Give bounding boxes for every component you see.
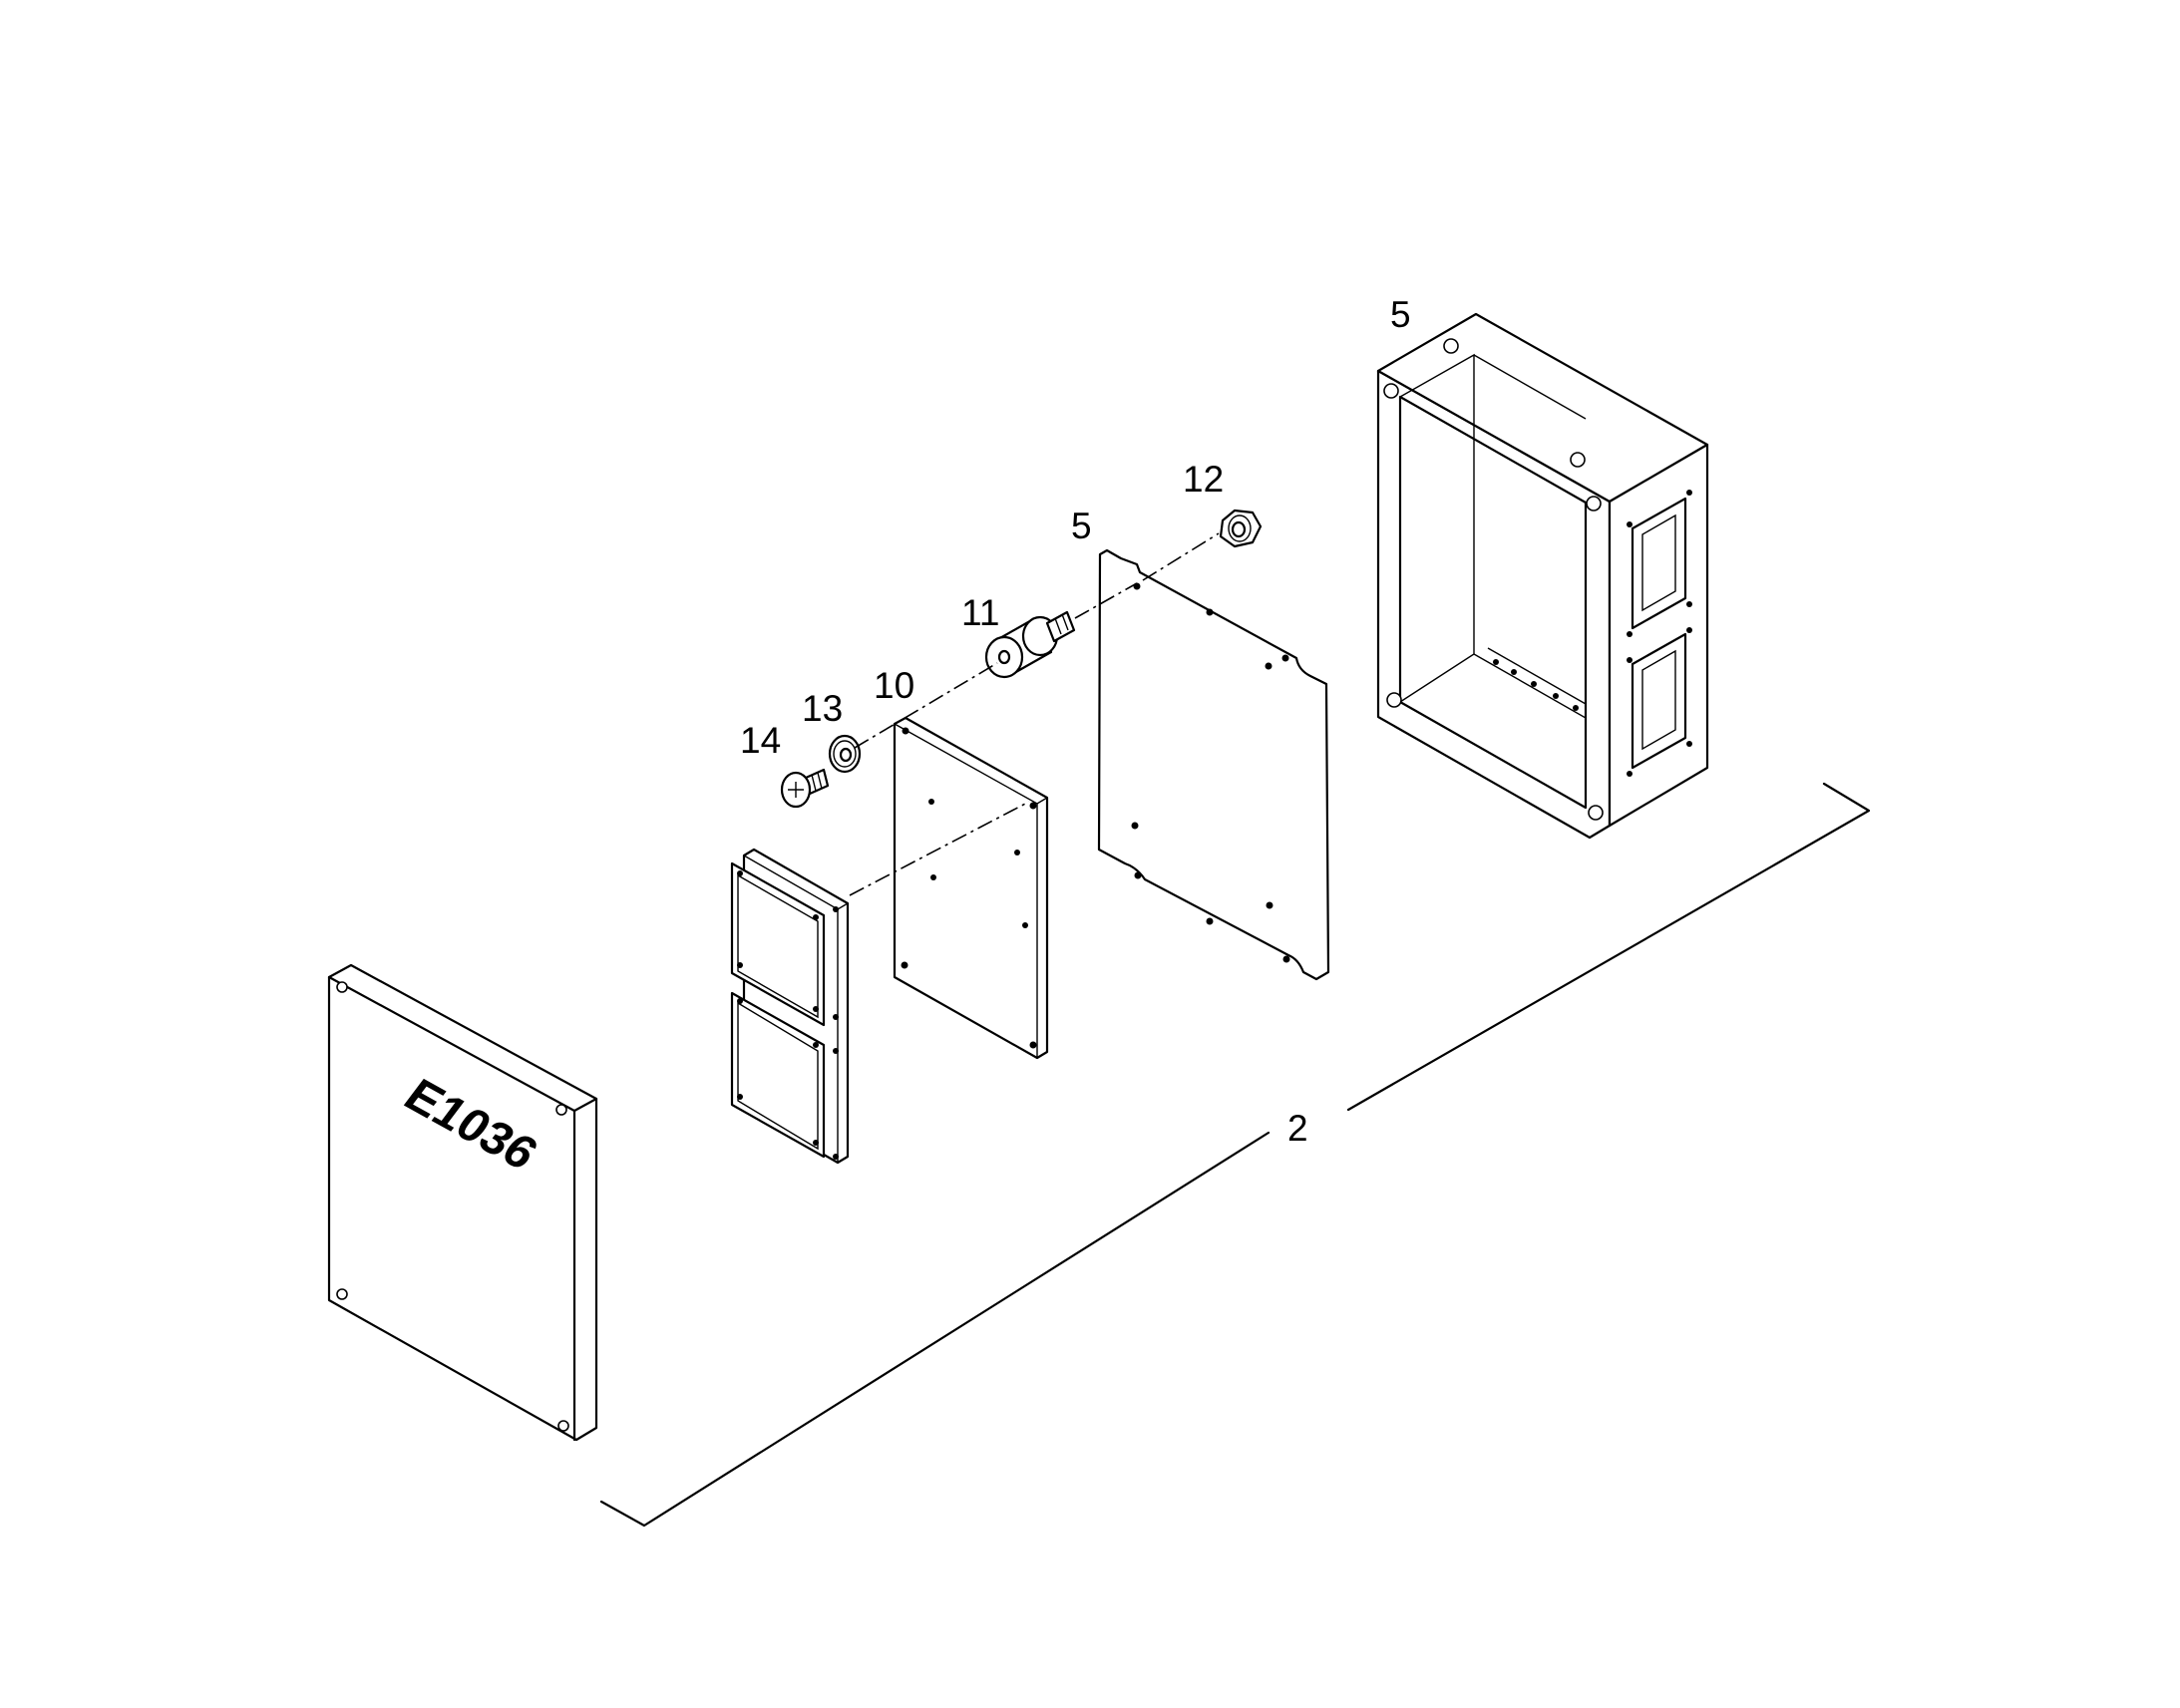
mounting-plate (1097, 548, 1330, 981)
screw (780, 768, 830, 809)
callout-screw: 14 (740, 720, 781, 761)
callout-mounting-plate: 5 (1071, 506, 1092, 546)
assembly-center-lines (849, 532, 1220, 896)
assembly-bracket (599, 782, 1871, 1528)
callout-assembly: 2 (1287, 1108, 1308, 1149)
callout-standoff: 11 (961, 592, 999, 633)
front-cover (327, 963, 598, 1442)
callout-washer: 13 (802, 688, 843, 729)
standoff (984, 610, 1076, 679)
circuit-board (893, 716, 1049, 1060)
callout-nut: 12 (1183, 459, 1224, 500)
enclosure-box (1376, 312, 1709, 840)
callout-circuit-board: 10 (874, 665, 914, 706)
display-module (730, 848, 850, 1165)
washer (828, 734, 862, 774)
callout-enclosure-box: 5 (1390, 294, 1411, 335)
hex-nut (1219, 509, 1263, 548)
